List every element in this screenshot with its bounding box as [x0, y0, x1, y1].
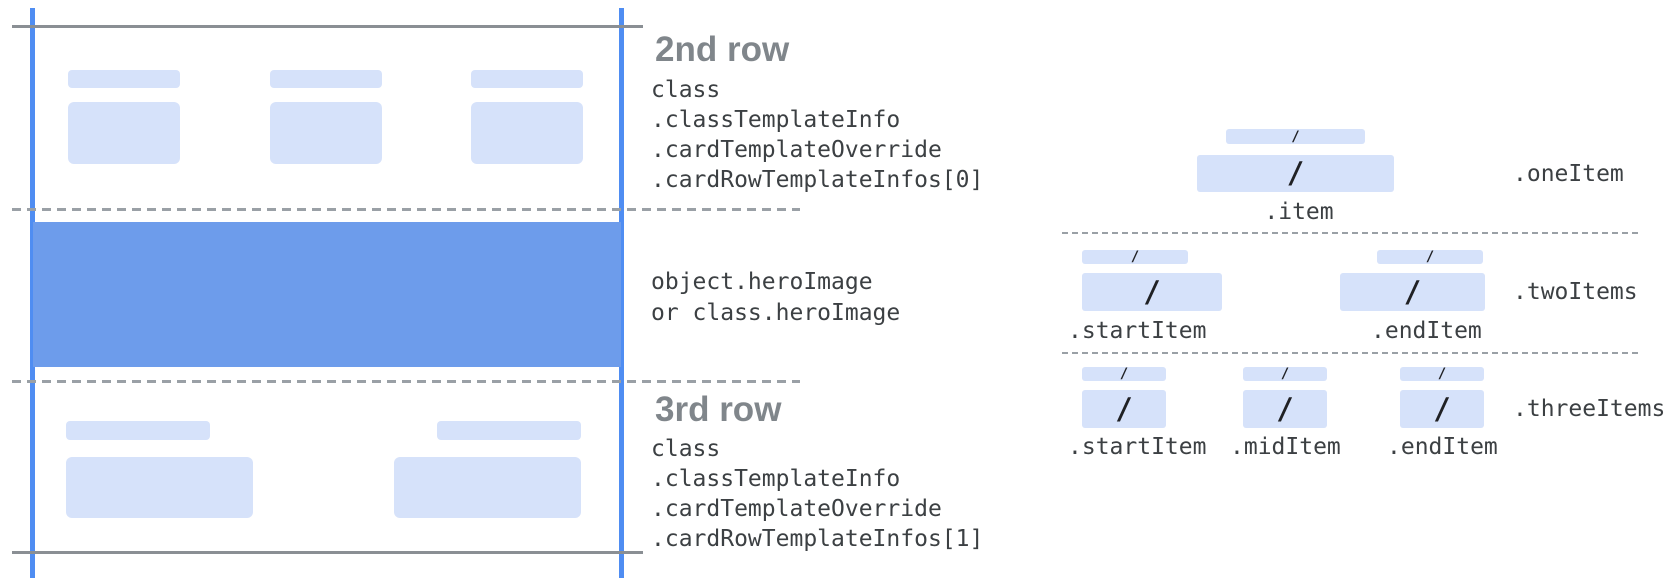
- two-items-end-value-bar: /: [1340, 273, 1485, 311]
- row3-code-line-3: .cardTemplateOverride: [651, 496, 942, 522]
- right-guide-line: [619, 8, 624, 578]
- row2-item3-value-box: [471, 102, 583, 164]
- row3-item2-value-box: [394, 457, 581, 518]
- row-divider-dashed-1: [12, 208, 800, 211]
- hero-code-line-1: object.heroImage: [651, 269, 873, 295]
- row3-item1-label-bar: [66, 421, 210, 440]
- row3-code-line-1: class: [651, 436, 721, 462]
- three-items-mid-value-bar: /: [1243, 390, 1327, 428]
- row3-code-line-2: .classTemplateInfo: [651, 466, 901, 492]
- row2-item1-label-bar: [68, 70, 180, 88]
- diagram-divider-dashed-1: [1062, 232, 1638, 234]
- one-item-value-bar: /: [1197, 155, 1394, 192]
- card-bottom-edge-line: [12, 551, 643, 554]
- one-item-row-label: .oneItem: [1513, 161, 1624, 187]
- slash-placeholder: /: [1280, 366, 1290, 382]
- three-items-row-label: .threeItems: [1513, 396, 1666, 422]
- slash-placeholder: /: [1437, 366, 1447, 382]
- three-items-end-value-bar: /: [1400, 390, 1484, 428]
- slash-placeholder: /: [1119, 366, 1129, 382]
- slash-placeholder: /: [1403, 274, 1422, 309]
- slash-placeholder: /: [1130, 249, 1140, 265]
- row2-code-line-1: class: [651, 77, 721, 103]
- two-items-start-label-bar: /: [1082, 250, 1188, 264]
- slash-placeholder: /: [1425, 249, 1435, 265]
- mid-item-label: .midItem: [1230, 434, 1341, 460]
- diagram-divider-dashed-2: [1062, 352, 1638, 354]
- row2-item2-value-box: [270, 102, 382, 164]
- start-item-label: .startItem: [1068, 318, 1207, 344]
- row3-item1-value-box: [66, 457, 253, 518]
- row2-code-line-4: .cardRowTemplateInfos[0]: [651, 167, 984, 193]
- end-item-label: .endItem: [1371, 318, 1482, 344]
- row2-item3-label-bar: [471, 70, 583, 88]
- slash-placeholder: /: [1115, 391, 1133, 426]
- three-items-start-label-bar: /: [1082, 367, 1166, 381]
- hero-image-band: [33, 222, 621, 367]
- row-divider-dashed-2: [12, 380, 800, 383]
- start-item-label: .startItem: [1068, 434, 1207, 460]
- row3-item2-label-bar: [437, 421, 581, 440]
- three-items-end-label-bar: /: [1400, 367, 1484, 381]
- slash-placeholder: /: [1433, 391, 1451, 426]
- slash-placeholder: /: [1143, 274, 1161, 309]
- row3-code-line-4: .cardRowTemplateInfos[1]: [651, 526, 984, 552]
- row2-item2-label-bar: [270, 70, 382, 88]
- three-items-start-value-bar: /: [1082, 390, 1166, 428]
- two-items-start-value-bar: /: [1082, 273, 1222, 311]
- row2-code-line-3: .cardTemplateOverride: [651, 137, 942, 163]
- left-guide-line: [30, 8, 35, 578]
- slash-placeholder: /: [1286, 156, 1305, 190]
- one-item-label-bar: /: [1226, 129, 1365, 144]
- card-top-edge-line: [12, 25, 643, 28]
- row3-heading: 3rd row: [655, 390, 782, 429]
- hero-code-line-2: or class.heroImage: [651, 300, 901, 326]
- three-items-mid-label-bar: /: [1243, 367, 1327, 381]
- two-items-row-label: .twoItems: [1513, 279, 1638, 305]
- slash-placeholder: /: [1276, 391, 1294, 426]
- end-item-label: .endItem: [1387, 434, 1498, 460]
- item-label: .item: [1264, 199, 1334, 225]
- row2-item1-value-box: [68, 102, 180, 164]
- slash-placeholder: /: [1291, 128, 1300, 145]
- row2-heading: 2nd row: [655, 30, 790, 69]
- two-items-end-label-bar: /: [1377, 250, 1483, 264]
- row2-code-line-2: .classTemplateInfo: [651, 107, 901, 133]
